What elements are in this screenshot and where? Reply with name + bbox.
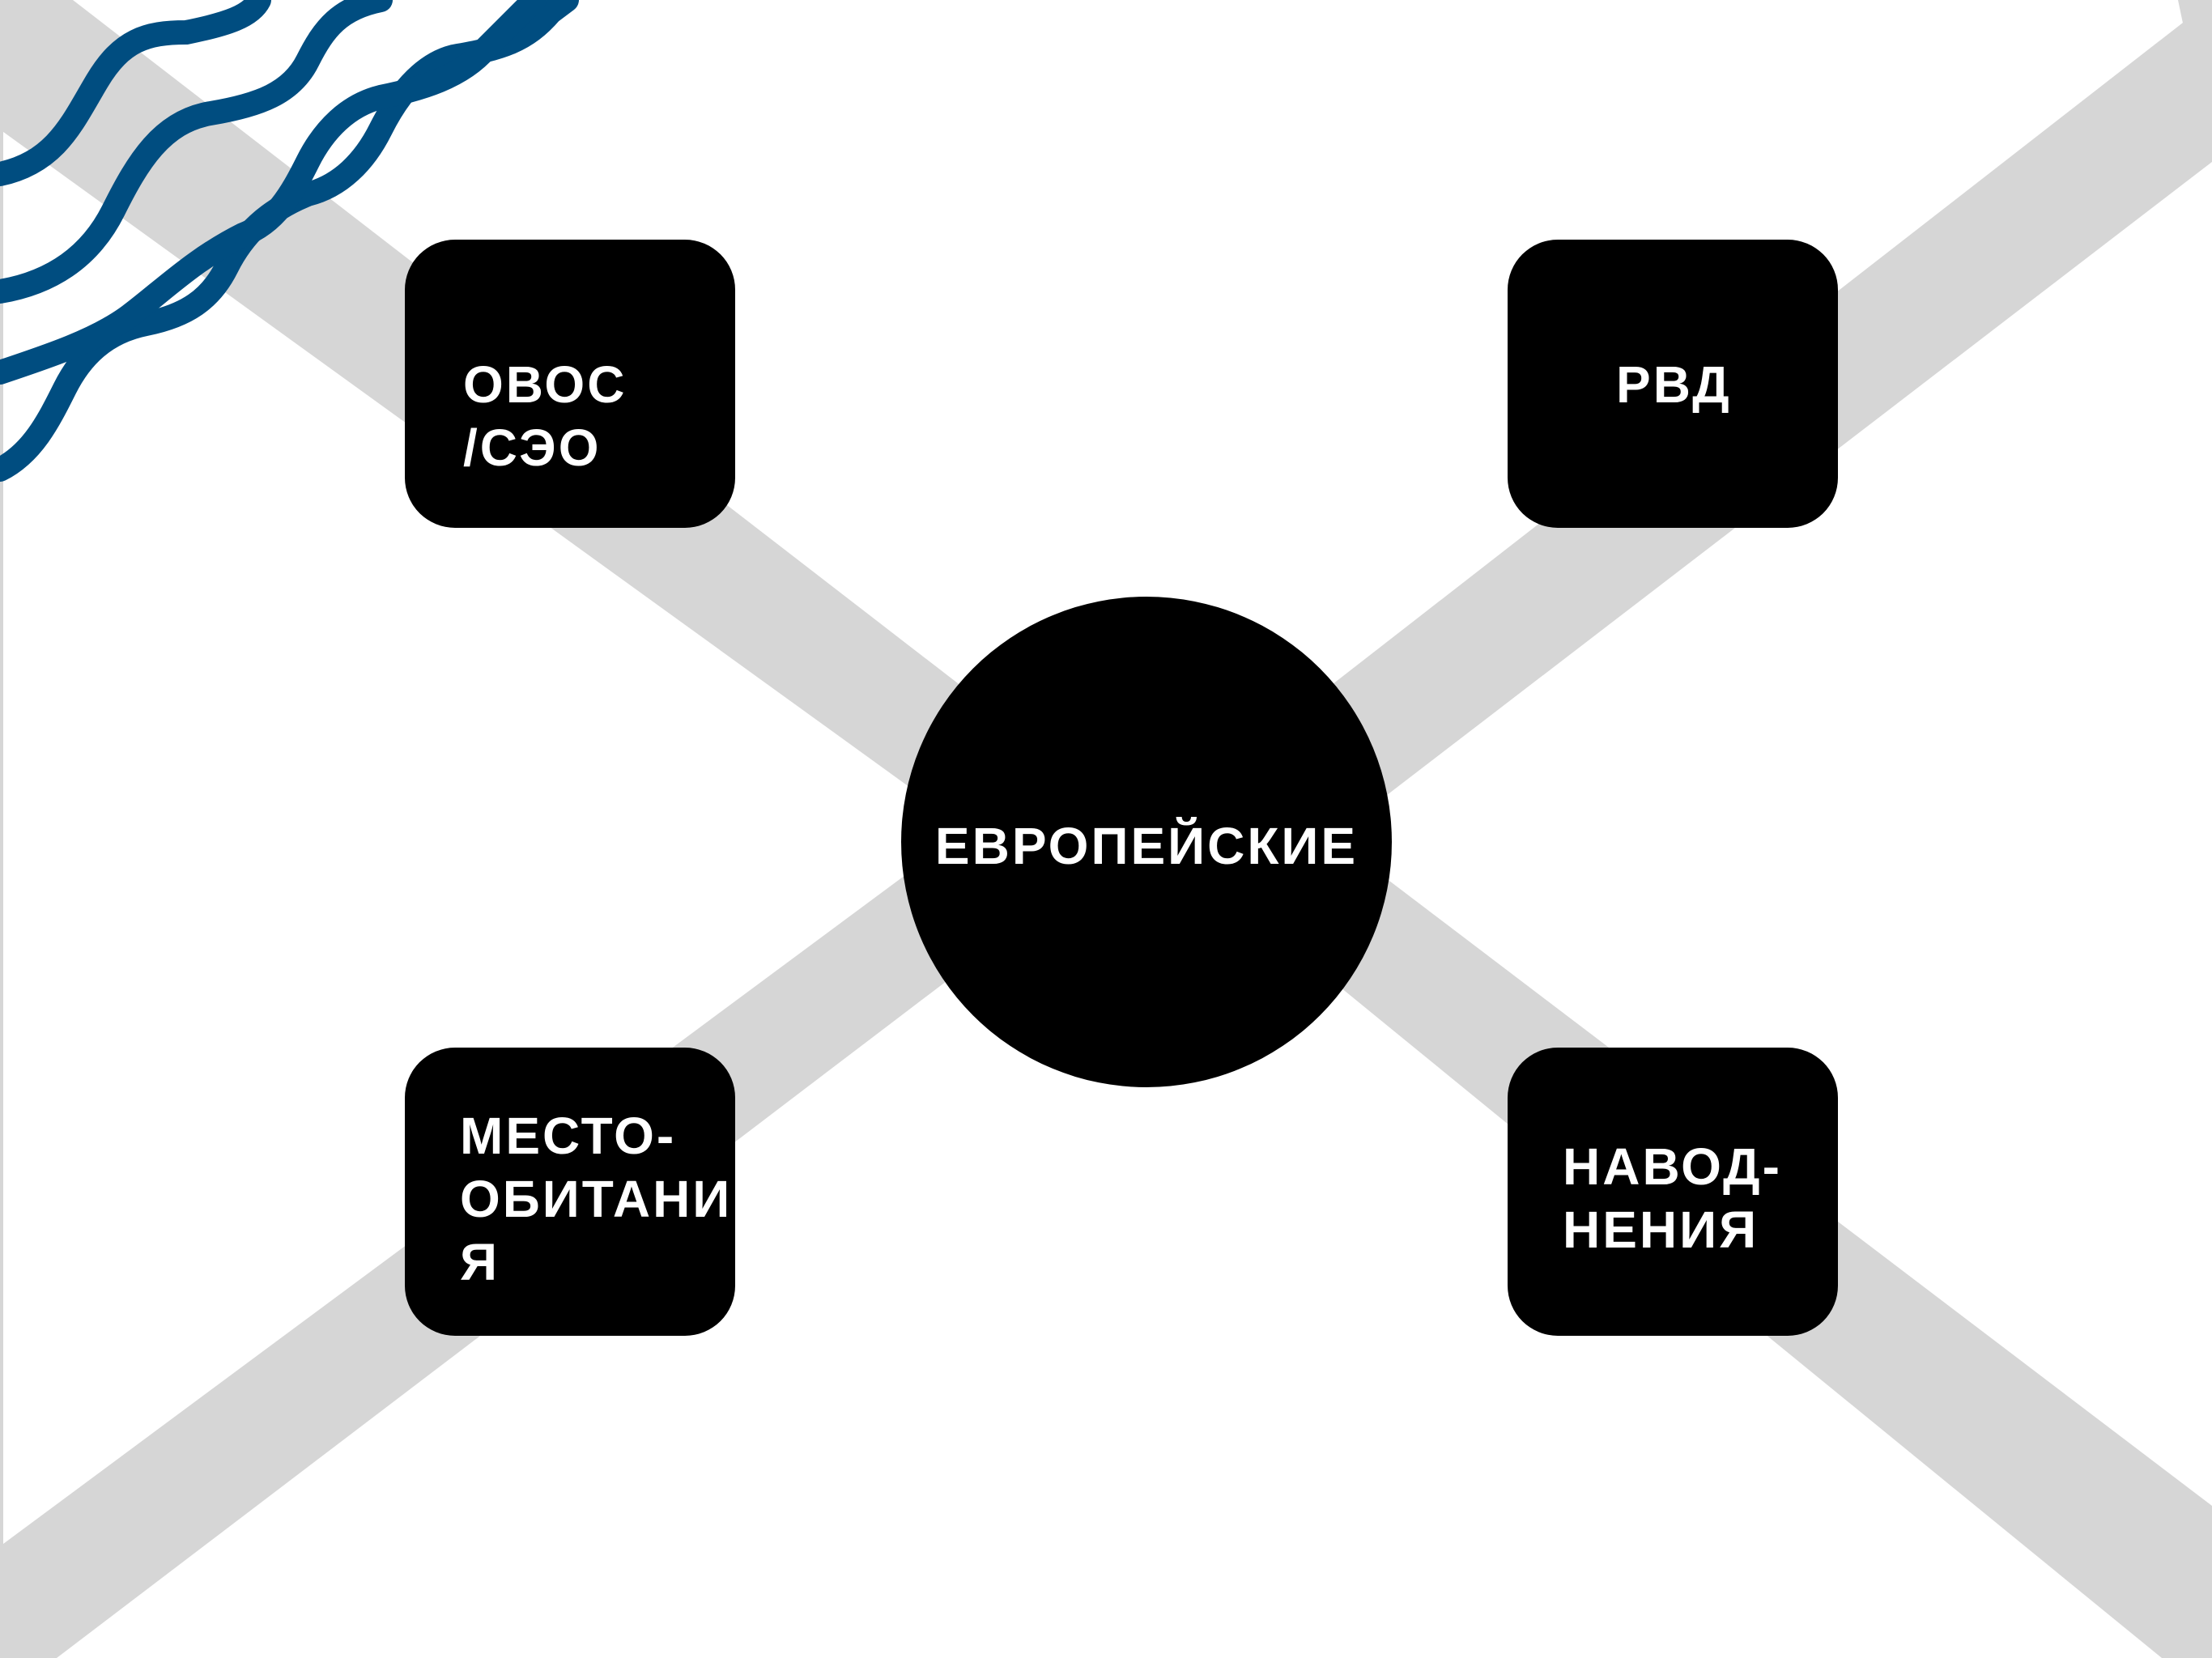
node-floods-label: НАВОД- НЕНИЯ [1563, 1137, 1782, 1259]
node-rvd-label: РВД [1616, 355, 1732, 414]
node-floods: НАВОД- НЕНИЯ [1508, 1048, 1838, 1336]
wave-line-4 [0, 0, 547, 385]
wave-lines-icon [0, 0, 579, 482]
wave-line-2 [0, 0, 393, 304]
node-ovos-seo-label: ОВОС /СЭО [463, 355, 627, 477]
wave-line-1 [0, 0, 271, 186]
connector-band-top-right-tip [2178, 0, 2212, 162]
node-habitats-label: МЕСТО- ОБИТАНИ Я [460, 1107, 733, 1291]
node-rvd: РВД [1508, 240, 1838, 528]
center-node-label: ЕВРОПЕЙСКИЕ [934, 817, 1359, 875]
connector-band-left-vertical [0, 0, 3, 1658]
node-habitats: МЕСТО- ОБИТАНИ Я [405, 1048, 735, 1336]
node-ovos-seo: ОВОС /СЭО [405, 240, 735, 528]
center-node: ЕВРОПЕЙСКИЕ [901, 597, 1392, 1087]
